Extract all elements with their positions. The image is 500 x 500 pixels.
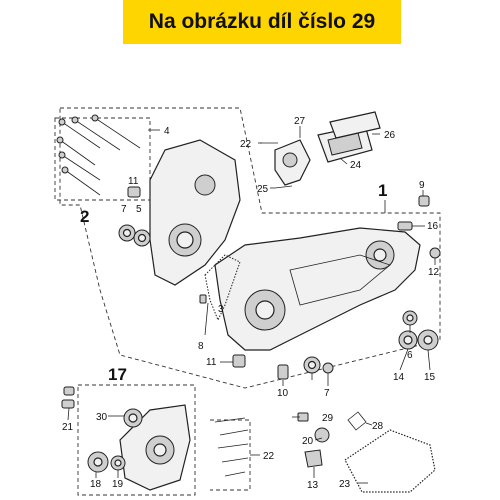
group-outline-engine-case (59, 107, 441, 389)
part-label-26: 26 (384, 130, 396, 141)
seal-7-main (322, 362, 334, 374)
part-label-7-left: 7 (121, 204, 127, 215)
part-label-16: 16 (427, 221, 439, 232)
part-label-6: 6 (407, 350, 413, 361)
intake-manifold (274, 139, 311, 186)
bolt-set-4 (56, 114, 141, 196)
part-label-28: 28 (372, 421, 384, 432)
bolt-25 (274, 185, 293, 189)
bearing-5-main (303, 356, 321, 374)
part-label-21: 21 (62, 422, 74, 433)
part-label-29: 29 (322, 413, 334, 424)
part-label-15: 15 (424, 372, 436, 383)
part-label-24: 24 (350, 160, 362, 171)
seal-19 (110, 455, 126, 471)
part-label-22-bottom: 22 (263, 451, 275, 462)
part-label-30: 30 (96, 412, 108, 423)
part-label-10: 10 (277, 388, 289, 399)
cover-gasket-23 (344, 429, 436, 493)
part-label-9: 9 (419, 180, 425, 191)
group-outline-cover (77, 384, 196, 496)
part-label-5-left: 5 (136, 204, 142, 215)
bearing-7-left (118, 224, 136, 242)
bearing-15 (417, 329, 439, 351)
fitting-16 (397, 221, 413, 231)
part-label-3: 3 (218, 304, 224, 315)
main-crankcase (214, 227, 421, 351)
dowel-11-top (127, 186, 141, 198)
bearing-18 (87, 451, 109, 473)
title-banner: Na obrázku díl číslo 29 (123, 0, 401, 44)
bearing-30 (123, 408, 143, 428)
part-label-14: 14 (393, 372, 405, 383)
bearing-6 (402, 310, 418, 326)
part-label-19: 19 (112, 479, 124, 490)
group-outline-bolts-22 (210, 419, 251, 491)
dowel-10 (277, 364, 289, 380)
part-label-18: 18 (90, 479, 102, 490)
part-label-25: 25 (257, 184, 269, 195)
part-label-23: 23 (339, 479, 351, 490)
plug-9 (418, 195, 430, 207)
plug-12 (429, 247, 441, 259)
group-label-2: 2 (80, 207, 89, 226)
part-label-13: 13 (307, 480, 319, 491)
dowel-11-bottom (232, 354, 246, 368)
banner-title: Na obrázku díl číslo 29 (148, 10, 376, 33)
part-label-27: 27 (294, 116, 306, 127)
part-label-8: 8 (198, 341, 204, 352)
part-20 (314, 427, 330, 443)
left-crankcase-half (149, 139, 241, 286)
part-label-12: 12 (428, 267, 440, 278)
case-gasket-3 (204, 254, 241, 322)
clip-13 (304, 449, 323, 468)
part-label-11-bottom: 11 (206, 357, 217, 368)
group-label-1: 1 (378, 181, 387, 200)
leader-lines (67, 126, 436, 484)
clip-28 (347, 411, 367, 431)
pin-8 (199, 294, 207, 304)
part-label-22-top: 22 (240, 139, 252, 150)
part-label-4: 4 (164, 126, 170, 137)
plug-21 (61, 386, 75, 409)
group-label-17: 17 (108, 365, 127, 384)
part-label-20: 20 (302, 436, 314, 447)
bolt-set-22-bottom (214, 417, 249, 477)
gasket-26 (329, 111, 381, 139)
part-label-11-top: 11 (128, 176, 139, 187)
part-label-7-main: 7 (324, 388, 330, 399)
bearing-5-left (133, 229, 151, 247)
bearing-14 (398, 330, 418, 350)
